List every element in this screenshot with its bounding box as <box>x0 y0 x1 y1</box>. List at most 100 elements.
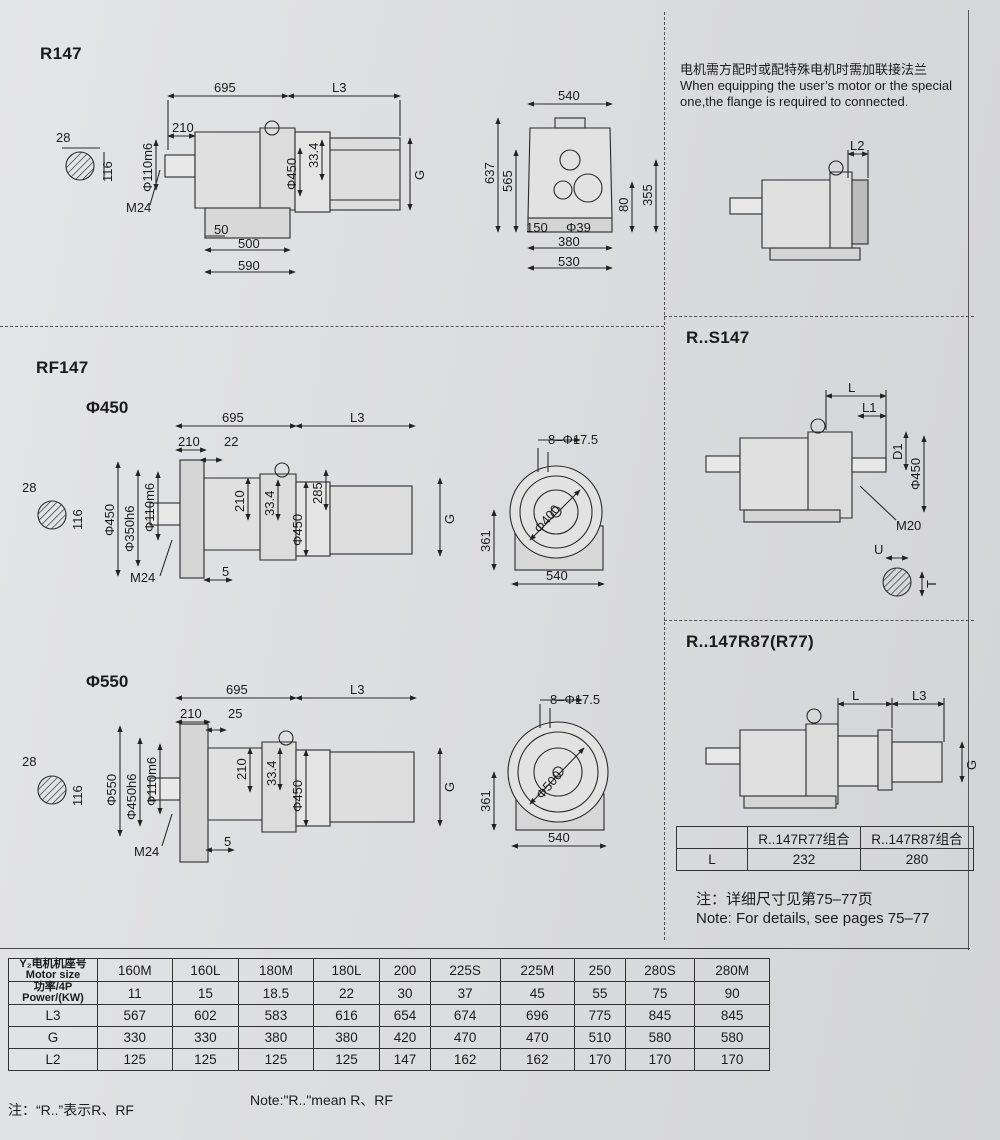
spec-cell: 170 <box>624 1048 696 1071</box>
rf450-side-view <box>491 437 605 587</box>
rf450-front-view <box>37 423 443 583</box>
dim-rf450-22: 22 <box>224 434 238 449</box>
dim-r147-28: 28 <box>56 130 70 145</box>
spec-row-L2: L2 125 125 125 125 147 162 162 170 170 1… <box>8 1048 770 1071</box>
flange-note-cn: 电机需方配时或配特殊电机时需加联接法兰 <box>680 62 928 77</box>
dim-rf550-M24: M24 <box>134 844 159 859</box>
title-rf147-550: Φ550 <box>86 672 129 691</box>
dim-rf550-110: Φ110m6 <box>144 757 159 806</box>
horizontal-divider-left <box>0 326 664 327</box>
dim-rs147-D1: D1 <box>890 443 905 460</box>
spec-cell: 470 <box>499 1026 576 1049</box>
spec-header-G: G <box>8 1026 98 1049</box>
spec-cell: 330 <box>171 1026 240 1049</box>
spec-cell: 45 <box>499 981 576 1005</box>
dim-r147-110: Φ110m6 <box>140 143 155 192</box>
dim-rf550-695: 695 <box>226 682 248 697</box>
spec-cell: 162 <box>499 1048 576 1071</box>
flange-note-en-2: one,the flange is required to connected. <box>680 94 909 109</box>
dim-r147-450: Φ450 <box>284 158 299 190</box>
spec-cell: 55 <box>574 981 626 1005</box>
spec-cell: 225S <box>429 958 501 982</box>
spec-cell: 845 <box>624 1004 696 1027</box>
spec-cell: 250 <box>574 958 626 982</box>
dim-rf450s-540: 540 <box>546 568 568 583</box>
dim-r147r87-L3: L3 <box>912 688 926 703</box>
spec-cell: 22 <box>312 981 381 1005</box>
title-rf147: RF147 <box>36 358 89 377</box>
dim-rf450-285: 285 <box>310 482 325 504</box>
dim-rf550-210v: 210 <box>234 758 249 780</box>
spec-cell: 125 <box>238 1048 314 1071</box>
r147-front-view <box>62 93 413 275</box>
dim-rf550-334: 33.4 <box>264 761 279 786</box>
dim-rf450-450: Φ450 <box>102 504 117 536</box>
combo-header-row: R..147R77组合 R..147R87组合 <box>676 826 974 849</box>
spec-cell: 200 <box>379 958 431 982</box>
spec-cell: 380 <box>238 1026 314 1049</box>
combo-header-empty <box>676 826 748 849</box>
footer-note-en: Note:"R.."mean R、RF <box>250 1092 393 1108</box>
rs147-view <box>705 390 927 597</box>
combo-header-r77: R..147R77组合 <box>747 826 861 849</box>
spec-cell: 674 <box>429 1004 501 1027</box>
dim-rf450-M24: M24 <box>130 570 155 585</box>
spec-cell: 845 <box>694 1004 770 1027</box>
dim-rf550s-361: 361 <box>478 790 493 812</box>
spec-cell: 170 <box>574 1048 626 1071</box>
spec-cell: 37 <box>429 981 501 1005</box>
dim-rf450-334: 33.4 <box>262 491 277 516</box>
dim-r147s-150: 150 <box>526 220 548 235</box>
flange-note: 电机需方配时或配特殊电机时需加联接法兰 When equipping the u… <box>680 62 952 110</box>
r147r87-view <box>705 698 965 809</box>
rf550-front-view <box>37 695 443 863</box>
dim-rs147-L: L <box>848 380 855 395</box>
spec-cell: 616 <box>312 1004 381 1027</box>
spec-cell: 510 <box>574 1026 626 1049</box>
spec-cell: 90 <box>694 981 770 1005</box>
dim-rf550s-holes: 8–Φ17.5 <box>550 692 600 707</box>
dim-rf450s-holes: 8–Φ17.5 <box>548 432 598 447</box>
right-border <box>968 10 969 950</box>
dim-rf550s-540: 540 <box>548 830 570 845</box>
dim-rs147-U: U <box>874 542 883 557</box>
dim-r147s-565: 565 <box>500 170 515 192</box>
combo-value-r87: 280 <box>860 848 974 871</box>
dim-r147-334: 33.4 <box>306 143 321 168</box>
combo-value-r77: 232 <box>747 848 861 871</box>
spec-cell: 180L <box>312 958 381 982</box>
dim-rf550-5: 5 <box>224 834 231 849</box>
rf550-side-view <box>491 697 609 849</box>
footer-note-cn: 注：“R..”表示R、RF <box>8 1102 134 1118</box>
dim-r147s-380: 380 <box>558 234 580 249</box>
spec-cell: 420 <box>379 1026 431 1049</box>
dim-rf550-116: 116 <box>70 785 85 806</box>
combo-note-en: Note: For details, see pages 75–77 <box>696 910 930 927</box>
dim-rs147-T: T <box>924 580 939 588</box>
dim-rf550-G: G <box>442 782 457 792</box>
dim-rf550-L3: L3 <box>350 682 364 697</box>
dim-r147-210: 210 <box>172 120 194 135</box>
spec-cell: 11 <box>97 981 173 1005</box>
bottom-border <box>0 948 970 949</box>
dim-rs147-M20: M20 <box>896 518 921 533</box>
title-r147: R147 <box>40 44 82 63</box>
spec-cell: 15 <box>171 981 240 1005</box>
dim-rf450-5: 5 <box>222 564 229 579</box>
dim-r147-L3: L3 <box>332 80 346 95</box>
flange-view <box>729 150 869 261</box>
dim-rf550-550: Φ550 <box>104 774 119 806</box>
dim-rf450-L3: L3 <box>350 410 364 425</box>
spec-cell: 18.5 <box>238 981 314 1005</box>
dim-rf450-116: 116 <box>70 509 85 530</box>
combo-table: R..147R77组合 R..147R87组合 L 232 280 <box>676 826 974 871</box>
spec-cell: 225M <box>499 958 576 982</box>
dim-rf450s-361: 361 <box>478 530 493 552</box>
spec-cell: 567 <box>97 1004 173 1027</box>
spec-cell: 280S <box>624 958 696 982</box>
dim-flange-L2: L2 <box>850 138 864 153</box>
